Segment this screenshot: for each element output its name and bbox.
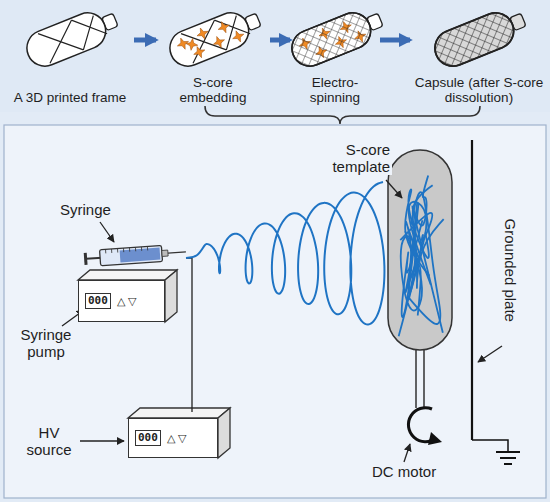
process-stage: Capsule (after S-core dissolution)	[412, 4, 546, 108]
fiber-tangle	[413, 185, 444, 288]
part-label: S-core template	[318, 142, 392, 175]
template	[388, 150, 452, 350]
process-arrow	[270, 38, 290, 43]
stage-label: Electro- spinning	[292, 76, 378, 106]
hv-top	[128, 408, 230, 418]
process-arrow	[380, 38, 410, 43]
fiber-jet	[186, 175, 444, 336]
ground-symbol	[496, 452, 520, 464]
motor-arrow	[428, 432, 442, 445]
part-label: HV source	[20, 425, 78, 458]
display-readout: 000	[135, 430, 161, 445]
control-buttons: △ ▽	[167, 432, 186, 445]
pump-side	[165, 270, 177, 322]
syringe-pump-box: 000 △ ▽	[78, 280, 165, 322]
part-label: DC motor	[372, 464, 452, 481]
ground-wire	[472, 440, 508, 452]
fiber-tangle	[408, 192, 440, 324]
grounded-plate	[471, 140, 473, 440]
stage-label: S-core embedding	[158, 76, 268, 106]
process-arrow	[134, 38, 156, 43]
final-capsule	[430, 3, 531, 72]
fiber-helix	[186, 182, 384, 325]
fiber-tangle	[399, 231, 422, 336]
embedded-capsule	[165, 3, 266, 72]
part-label: Syringe pump	[14, 327, 78, 360]
stage-label: A 3D printed frame	[14, 91, 127, 106]
frame-capsule	[22, 3, 123, 72]
setup-panel	[4, 125, 546, 498]
process-stage: Electro- spinning	[292, 4, 378, 108]
part-label: Syringe	[60, 202, 130, 219]
leader-lines	[62, 180, 502, 462]
control-buttons: △ ▽	[117, 295, 136, 308]
hv-wire	[186, 258, 192, 412]
bracket	[205, 106, 480, 124]
pump-top	[78, 270, 177, 280]
electrospun-capsule	[287, 3, 388, 72]
part-label: Grounded plate	[502, 214, 519, 326]
process-stage: S-core embedding	[158, 4, 268, 108]
stage-label: Capsule (after S-core dissolution)	[412, 76, 546, 106]
process-stage: A 3D printed frame	[8, 4, 132, 108]
fiber-tangle	[409, 202, 431, 316]
display-readout: 000	[85, 293, 111, 308]
hv-side	[218, 408, 230, 458]
top-panel	[0, 0, 550, 112]
motor-shaft	[416, 350, 424, 408]
syringe	[84, 244, 187, 267]
hv-source-box: 000 △ ▽	[128, 418, 218, 458]
